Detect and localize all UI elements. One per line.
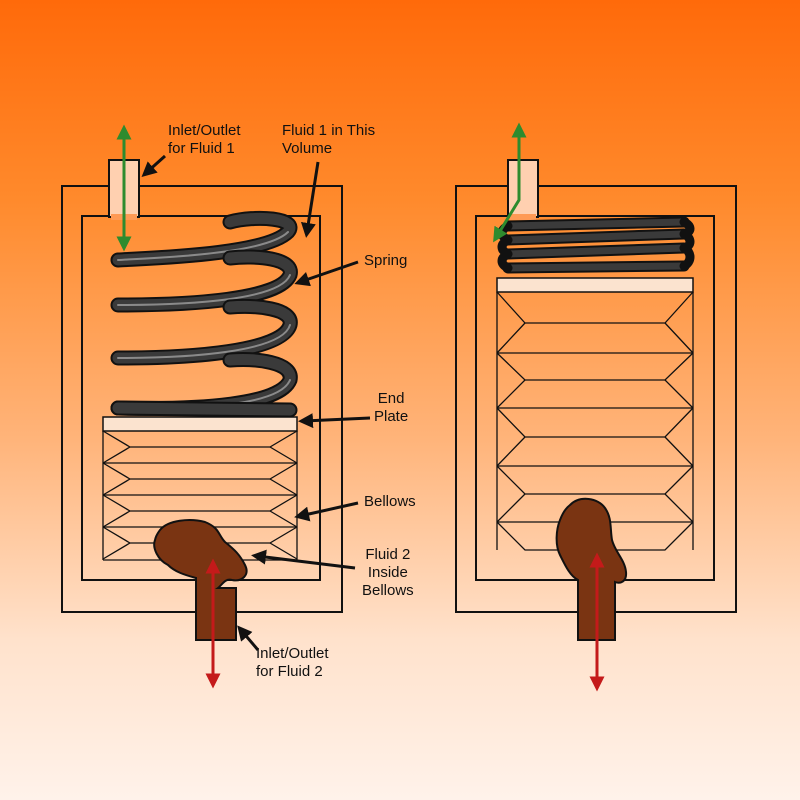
fluid2-blob-left [153, 519, 248, 641]
leader-end-plate [298, 413, 371, 429]
leader-inlet-fluid2 [237, 625, 260, 651]
label-end-plate: End Plate [374, 390, 409, 425]
label-inlet-fluid1: Inlet/Outlet for Fluid 1 [168, 122, 241, 157]
leader-fluid2-inside [251, 549, 356, 570]
end-plate-right [496, 277, 694, 293]
label-inlet-fluid2: Inlet/Outlet for Fluid 2 [256, 645, 329, 680]
left-assembly [61, 124, 371, 689]
label-spring: Spring [364, 252, 408, 269]
spring-right [497, 216, 695, 274]
fluid2-blob-right [555, 497, 628, 641]
leader-spring [294, 260, 359, 287]
right-assembly [455, 122, 737, 692]
end-plate-left [102, 416, 298, 432]
label-fluid1-volume: Fluid 1 in This Volume [282, 122, 376, 157]
label-bellows: Bellows [364, 493, 416, 510]
spring-left [110, 210, 298, 418]
leader-bellows [294, 501, 359, 522]
label-fluid2-inside: Fluid 2 Inside Bellows [362, 546, 414, 599]
leader-fluid1-volume [300, 161, 320, 238]
bellows-right [496, 291, 694, 551]
fluid1-arrow-right [493, 122, 527, 243]
leader-inlet-fluid1 [141, 154, 167, 178]
